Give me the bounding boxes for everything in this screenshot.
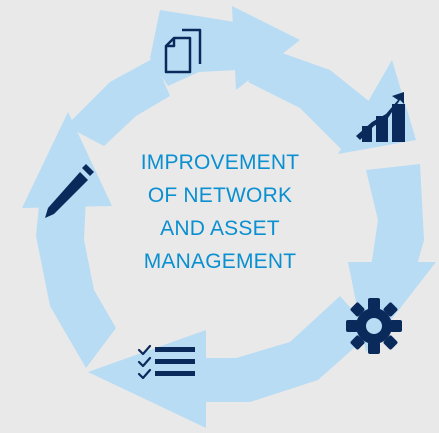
center-title: IMPROVEMENT OF NETWORK AND ASSET MANAGEM… [130, 146, 310, 278]
gear-icon [346, 298, 402, 354]
pencil-icon [45, 164, 94, 218]
arrow-segment-top-left [66, 58, 170, 146]
arrow-head-bottom [88, 330, 206, 428]
center-title-line: MANAGEMENT [143, 250, 297, 273]
arrow-segment-right [366, 164, 424, 290]
growth-chart-icon [356, 92, 405, 142]
arrow-head-left [22, 112, 112, 208]
center-title-line: AND ASSET [160, 217, 280, 240]
arrow-segment-bottom [190, 296, 372, 402]
arrow-segment-top [150, 10, 238, 86]
arrow-head-top [232, 6, 300, 90]
center-title-line: OF NETWORK [147, 184, 293, 207]
arrow-segment-upper-right [248, 48, 390, 150]
checklist-icon [137, 344, 195, 380]
documents-icon [164, 28, 202, 74]
center-title-line: IMPROVEMENT [140, 151, 300, 174]
arrow-segment-left [36, 196, 116, 368]
